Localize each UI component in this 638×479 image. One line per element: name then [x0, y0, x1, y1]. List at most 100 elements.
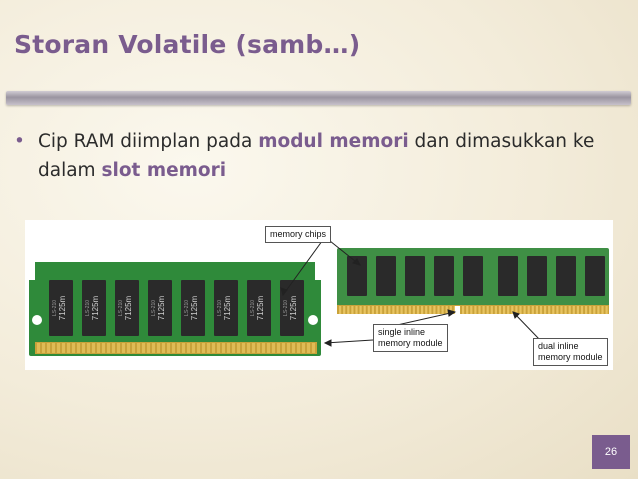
contact-pin [92, 343, 95, 353]
contact-pin [421, 306, 423, 314]
contact-pin [462, 306, 464, 314]
contact-pin [565, 306, 567, 314]
contact-pin [388, 306, 390, 314]
contact-pin [307, 343, 310, 353]
dimm-memory-chip [585, 256, 605, 296]
memory-module-figure: 7125mLS-2107125mLS-2107125mLS-2107125mLS… [25, 220, 613, 370]
page-number-badge: 26 [592, 435, 630, 469]
contact-pin [380, 306, 382, 314]
dimm-memory-chip [463, 256, 483, 296]
contact-pin [257, 343, 260, 353]
contact-pin [87, 343, 90, 353]
contact-pin [192, 343, 195, 353]
chip-sub-label: LS-210 [85, 300, 91, 316]
chip-sub-label: LS-210 [151, 300, 157, 316]
contact-pin [442, 306, 444, 314]
contact-pin [142, 343, 145, 353]
contact-pin [152, 343, 155, 353]
contact-pin [347, 306, 349, 314]
contact-pin [57, 343, 60, 353]
contact-pin [540, 306, 542, 314]
contact-pin [302, 343, 305, 353]
chip-sub-label: LS-210 [217, 300, 223, 316]
bullet-dot: • [14, 127, 25, 156]
contact-pin [122, 343, 125, 353]
contact-pin [593, 306, 595, 314]
contact-pin [212, 343, 215, 353]
title-divider [6, 91, 631, 105]
contact-pin [252, 343, 255, 353]
contact-pin [446, 306, 448, 314]
contact-pin [167, 343, 170, 353]
contact-pin [532, 306, 534, 314]
dimm-memory-chip [434, 256, 454, 296]
contact-pin [355, 306, 357, 314]
bullet-list: • Cip RAM diimplan pada modul memori dan… [14, 127, 614, 185]
contact-pin [478, 306, 480, 314]
callout-dimm: dual inline memory module [533, 338, 608, 366]
contact-pin [589, 306, 591, 314]
dimm-module [337, 248, 609, 314]
bullet-item: Cip RAM diimplan pada modul memori dan d… [38, 127, 614, 185]
slide-title: Storan Volatile (samb…) [14, 30, 360, 59]
contact-pin [433, 306, 435, 314]
contact-pin [429, 306, 431, 314]
contact-pin [277, 343, 280, 353]
contact-pin [62, 343, 65, 353]
contact-pin [351, 306, 353, 314]
contact-pin [384, 306, 386, 314]
contact-pin [425, 306, 427, 314]
contact-pin [413, 306, 415, 314]
contact-pin [312, 343, 315, 353]
chip-label: 7125m [124, 295, 133, 320]
contact-pin [232, 343, 235, 353]
chip-sub-label: LS-210 [52, 300, 58, 316]
contact-pin [585, 306, 587, 314]
contact-pin [519, 306, 521, 314]
contact-pin [601, 306, 603, 314]
contact-pin [474, 306, 476, 314]
contact-pin [237, 343, 240, 353]
callout-memory-chips: memory chips [265, 226, 331, 243]
chip-label: 7125m [58, 295, 67, 320]
contact-pin [147, 343, 150, 353]
contact-pin [267, 343, 270, 353]
contact-pin [409, 306, 411, 314]
contact-pin [573, 306, 575, 314]
dimm-memory-chip [376, 256, 396, 296]
contact-pin [560, 306, 562, 314]
chip-label: 7125m [223, 295, 232, 320]
chip-sub-label: LS-210 [118, 300, 124, 316]
contact-pin [548, 306, 550, 314]
contact-pin [187, 343, 190, 353]
contact-pin [217, 343, 220, 353]
contact-pin [368, 306, 370, 314]
contact-pin [417, 306, 419, 314]
contact-pin [52, 343, 55, 353]
contact-pin [343, 306, 345, 314]
contact-pin [401, 306, 403, 314]
contact-pin [499, 306, 501, 314]
contact-pin [162, 343, 165, 353]
contact-pin [282, 343, 285, 353]
contact-pin [117, 343, 120, 353]
contact-pin [372, 306, 374, 314]
callout-simm-line1: single inline [378, 327, 443, 338]
dimm-memory-chip [556, 256, 576, 296]
chip-sub-label: LS-210 [184, 300, 190, 316]
contact-pin [524, 306, 526, 314]
contact-pin [262, 343, 265, 353]
dimm-memory-chip [405, 256, 425, 296]
bullet-highlight-modul: modul memori [258, 131, 408, 152]
contact-pin [112, 343, 115, 353]
contact-pin [544, 306, 546, 314]
contact-pin [272, 343, 275, 353]
contact-pin [72, 343, 75, 353]
contact-pin [77, 343, 80, 353]
contact-pin [606, 306, 608, 314]
contact-pin [247, 343, 250, 353]
chip-sub-label: LS-210 [250, 300, 256, 316]
contact-pin [483, 306, 485, 314]
contact-pin [376, 306, 378, 314]
contact-pin [552, 306, 554, 314]
